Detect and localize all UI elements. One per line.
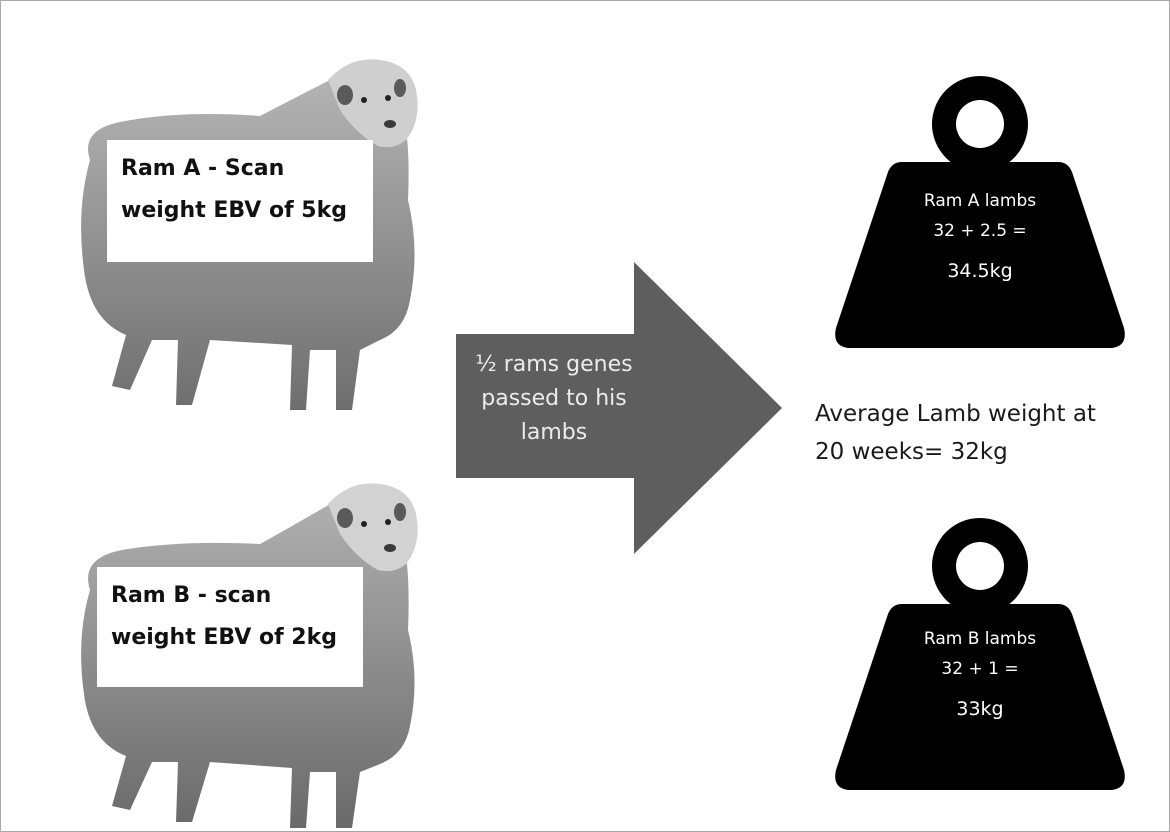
arrow-text-line3: lambs	[520, 420, 588, 445]
ram-b-result: 33kg	[956, 698, 1004, 720]
ram-b-weight-text: Ram B lambs 32 + 1 = 33kg	[880, 624, 1080, 734]
ram-a-formula: 32 + 2.5 =	[933, 221, 1027, 241]
ram-b-weight-icon	[835, 518, 1125, 790]
average-line1: Average Lamb weight at	[815, 401, 1096, 427]
ram-b-label-line1: Ram B - scan	[111, 583, 272, 608]
ram-a-label: Ram A - Scan weight EBV of 5kg	[107, 140, 373, 262]
arrow-text: ½ rams genes passed to his lambs	[466, 348, 642, 450]
ram-b-lambs-title: Ram B lambs	[923, 629, 1037, 649]
ram-a-lambs-title: Ram A lambs	[923, 191, 1037, 211]
ram-b-formula: 32 + 1 =	[941, 659, 1019, 679]
ram-a-label-line2: weight EBV of 5kg	[121, 198, 347, 223]
ram-a-result: 34.5kg	[947, 260, 1013, 282]
ram-b-label: Ram B - scan weight EBV of 2kg	[97, 567, 363, 687]
inheritance-arrow	[456, 262, 782, 554]
ram-b-label-line2: weight EBV of 2kg	[111, 625, 337, 650]
average-lamb-weight-text: Average Lamb weight at 20 weeks= 32kg	[815, 395, 1165, 471]
average-line2: 20 weeks= 32kg	[815, 439, 1008, 465]
arrow-text-line2: passed to his	[481, 386, 627, 411]
ram-a-weight-icon	[835, 76, 1125, 348]
arrow-text-line1: ½ rams genes	[475, 352, 633, 377]
ram-a-weight-text: Ram A lambs 32 + 2.5 = 34.5kg	[880, 186, 1080, 296]
ram-a-label-line1: Ram A - Scan	[121, 156, 285, 181]
